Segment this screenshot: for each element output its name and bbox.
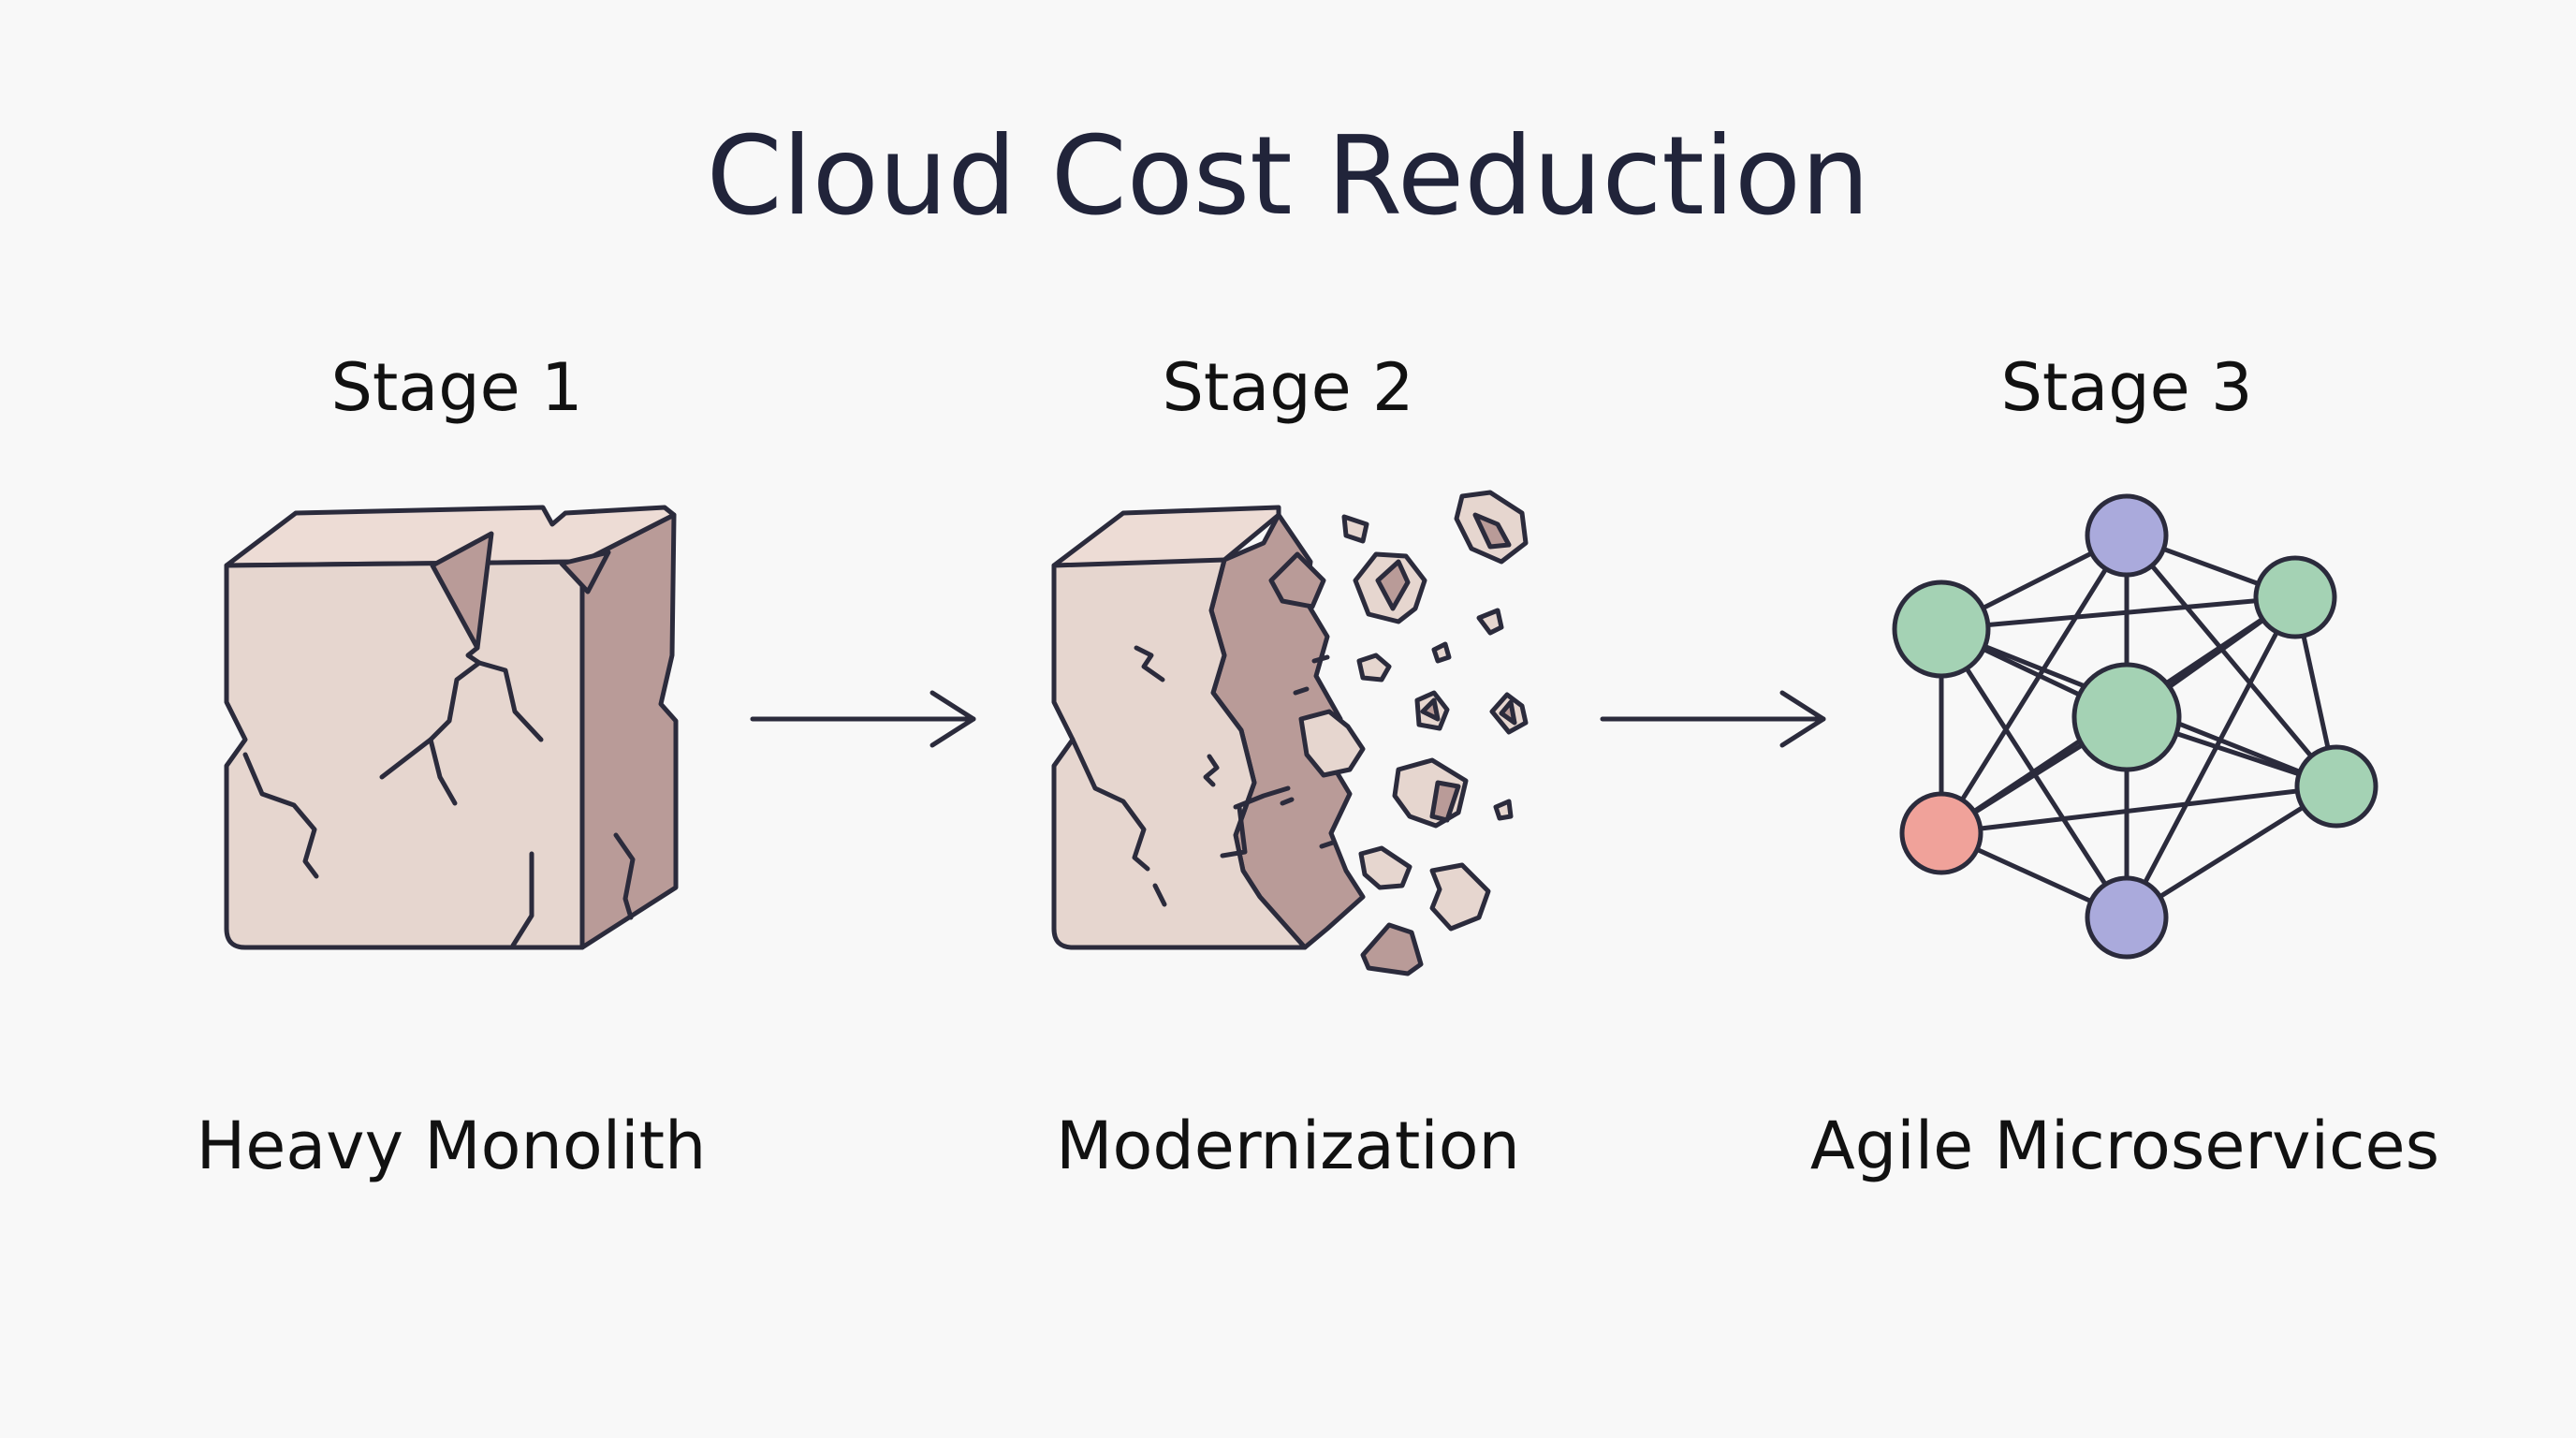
node-green-center — [2071, 662, 2182, 772]
stage-3-caption: Agile Microservices — [1810, 1108, 2439, 1184]
debris-fragment — [1472, 512, 1512, 550]
debris-fragment — [1429, 780, 1461, 823]
crack-line — [428, 737, 458, 806]
crack-line — [476, 660, 544, 742]
debris-fragment — [1493, 799, 1514, 821]
stage-2-label: Stage 2 — [1162, 349, 1413, 426]
node-network-icon — [1892, 493, 2378, 960]
arrow-right-icon — [750, 690, 976, 748]
debris-fragment — [1420, 697, 1441, 722]
block-top-face — [224, 505, 677, 568]
crack-line — [1152, 883, 1167, 907]
stage-3-label: Stage 3 — [2000, 349, 2252, 426]
debris-fragment — [1375, 559, 1411, 611]
arrow-right-icon — [1600, 690, 1826, 748]
block-front-face — [1051, 557, 1308, 950]
stage-1-caption: Heavy Monolith — [197, 1108, 707, 1184]
crack-line — [1070, 737, 1150, 872]
debris-fragment — [1476, 608, 1504, 636]
crack-wedge — [430, 531, 494, 651]
crack-line — [1203, 754, 1220, 787]
debris-fragment — [1429, 862, 1491, 932]
node-green-right — [2253, 555, 2337, 639]
debris-fragment — [1499, 699, 1517, 726]
corner-chip — [559, 550, 611, 594]
block-front-face — [224, 559, 585, 950]
debris-fragment — [1341, 514, 1369, 544]
debris-fragment — [1358, 845, 1412, 890]
stage-1-label: Stage 1 — [330, 349, 582, 426]
crack-line — [1134, 645, 1165, 682]
page-title: Cloud Cost Reduction — [707, 113, 1870, 240]
node-green-lower-right — [2294, 744, 2378, 829]
node-purple-top — [2085, 493, 2169, 578]
crack-line — [242, 752, 319, 879]
cracked-block-icon — [224, 505, 679, 950]
debris-fragment — [1431, 641, 1452, 664]
crack-line — [1233, 785, 1291, 810]
debris-fragment — [1268, 551, 1326, 609]
node-purple-bottom — [2085, 875, 2169, 960]
debris-fragment — [1356, 653, 1392, 682]
crack-line — [510, 851, 534, 948]
debris-fragment — [1360, 922, 1424, 976]
crumbling-block-icon — [1051, 490, 1529, 976]
crack-line — [1220, 804, 1248, 858]
crack-line — [613, 832, 636, 920]
node-green-left — [1892, 580, 1991, 679]
node-red — [1899, 791, 1983, 875]
stage-2-caption: Modernization — [1056, 1108, 1520, 1184]
debris-fragment — [1298, 709, 1366, 778]
